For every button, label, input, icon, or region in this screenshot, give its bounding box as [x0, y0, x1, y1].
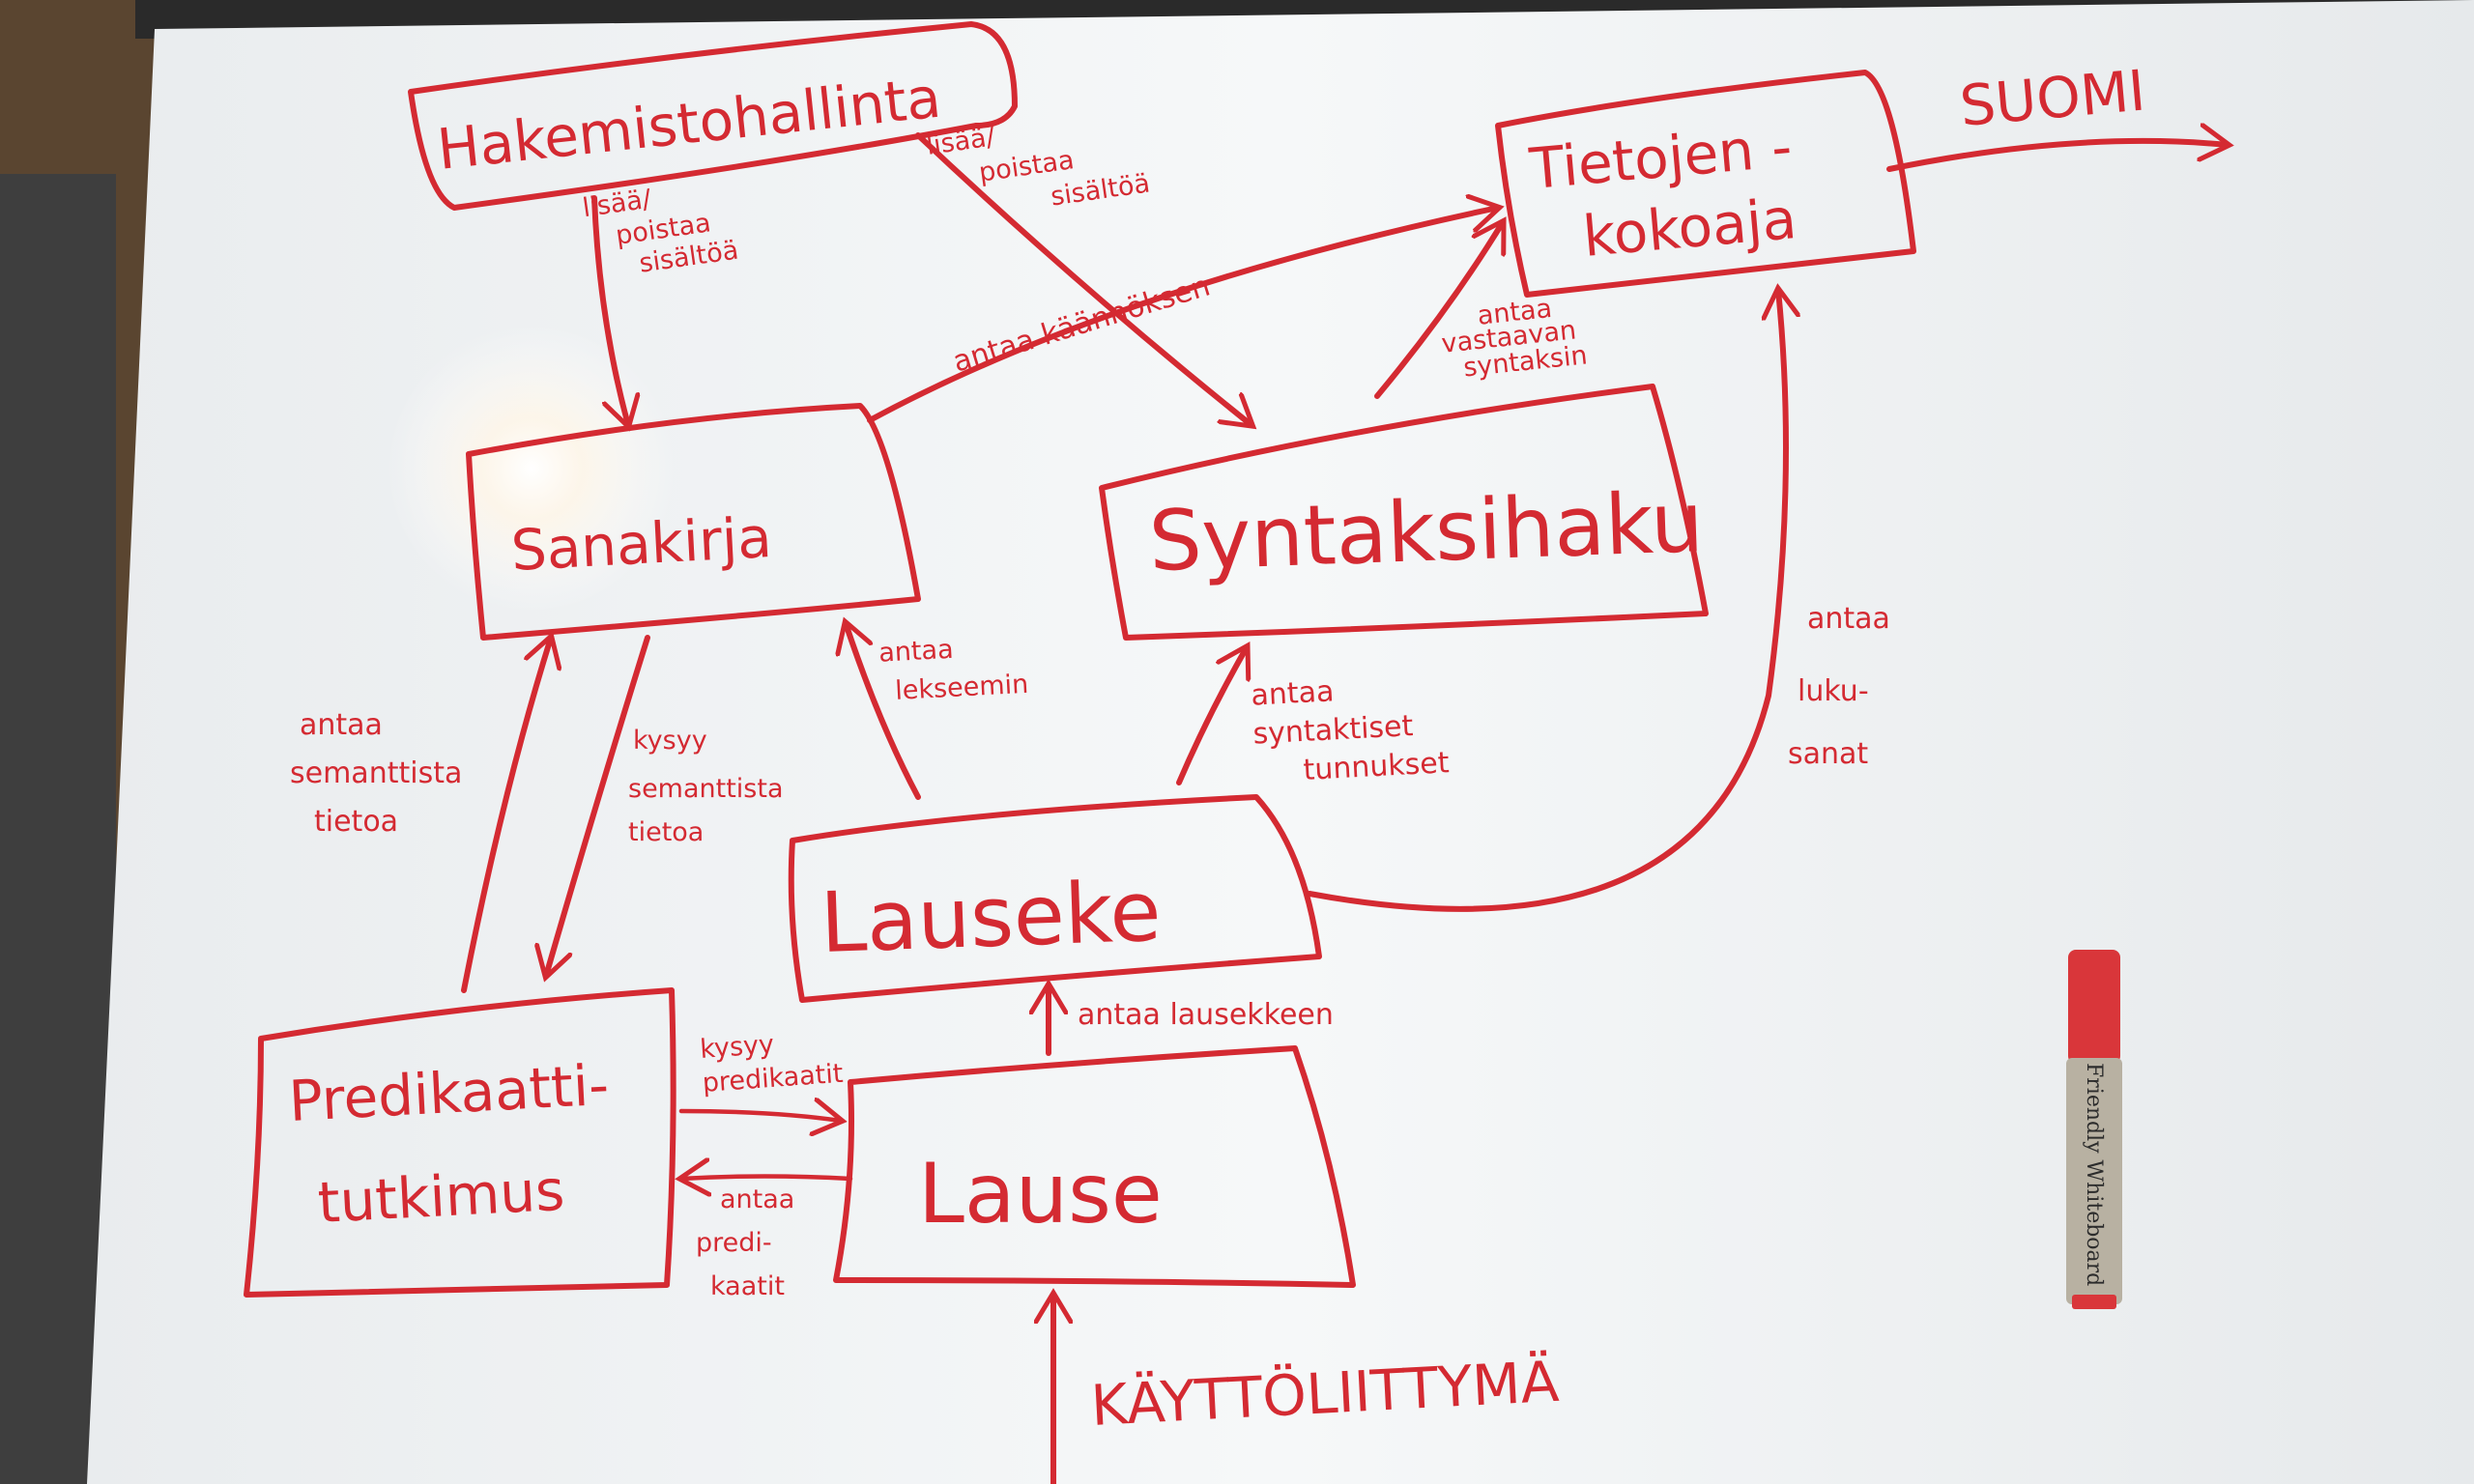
arrow-lauseke-to-sanakirja [846, 623, 921, 800]
node-sanakirja: Sanakirja [509, 504, 773, 584]
svg-text:syntaktiset: syntaktiset [1252, 709, 1415, 752]
marker-label: Friendly Whiteboard [2082, 1063, 2106, 1286]
marker-cap [2068, 950, 2120, 1064]
label-antaa-predikaatit: antaa predi- kaatit [696, 1184, 794, 1301]
box-hakemistohallinta [408, 21, 1018, 211]
wall-shadow [0, 174, 116, 1484]
label-antaa-semanttista: antaa semanttista tietoa [290, 708, 462, 839]
whiteboard-marker: Friendly Whiteboard [2066, 950, 2122, 1309]
box-sanakirja [466, 403, 921, 641]
arrow-hakem-to-syntaksihaku [915, 132, 1251, 425]
node-lauseke: Lauseke [819, 864, 1163, 972]
svg-text:antaa: antaa [720, 1184, 794, 1214]
label-suomi: SUOMI [1957, 57, 2147, 138]
node-syntaksihaku: Syntaksihaku [1147, 474, 1705, 590]
box-lause [833, 1045, 1356, 1288]
label-antaa-lekseemin: antaa lekseemin [877, 635, 1029, 706]
box-syntaksihaku [1099, 384, 1709, 641]
svg-text:predi-: predi- [696, 1228, 772, 1258]
arrow-lauseke-to-tietojen [1307, 290, 1786, 912]
svg-text:semanttista: semanttista [628, 774, 784, 804]
label-kysyy-semanttista: kysyy semanttista tietoa [628, 726, 784, 847]
svg-text:tietoa: tietoa [314, 805, 398, 839]
arrow-sanakirja-to-predikaatti [546, 635, 650, 976]
svg-text:antaa: antaa [300, 708, 383, 742]
arrow-predikaatti-to-lause [678, 1111, 841, 1121]
marker-tip [2072, 1295, 2116, 1309]
svg-text:antaa: antaa [1251, 674, 1336, 712]
arrow-hakem-to-sanakirja [591, 195, 628, 425]
svg-text:sanat: sanat [1788, 737, 1868, 771]
arrow-suomi-out [1886, 141, 2228, 172]
label-antaa-lukusanat: antaa luku- sanat [1788, 602, 1890, 771]
node-lause: Lause [918, 1146, 1163, 1242]
svg-text:antaa: antaa [1807, 602, 1890, 636]
svg-text:semanttista: semanttista [290, 756, 462, 790]
label-antaa-syntaktiset: antaa syntaktiset tunnukset [1251, 674, 1451, 787]
svg-text:kysyy: kysyy [633, 726, 707, 756]
arrow-syntaksihaku-to-tietojen [1374, 222, 1503, 399]
marker-body [2066, 1058, 2122, 1304]
node-predikaatti-line2: tutkimus [316, 1157, 566, 1236]
svg-text:kaatit: kaatit [710, 1271, 785, 1301]
box-tietojen-kokoaja [1495, 70, 1916, 298]
svg-text:kysyy: kysyy [699, 1030, 775, 1065]
arrow-predikaatti-to-sanakirja [461, 638, 551, 993]
label-antaa-lausekkeen: antaa lausekkeen [1078, 998, 1334, 1032]
svg-text:antaa: antaa [877, 635, 954, 669]
box-predikaatti [244, 987, 676, 1298]
arrow-lause-to-predikaatti [681, 1177, 853, 1180]
svg-text:tietoa: tietoa [628, 817, 704, 847]
arrow-lauseke-to-syntaksihaku [1176, 647, 1247, 785]
arrow-sanakirja-to-tietojen [867, 208, 1498, 423]
svg-text:lekseemin: lekseemin [895, 670, 1029, 706]
svg-text:luku-: luku- [1798, 674, 1869, 708]
svg-text:tunnukset: tunnukset [1303, 746, 1451, 787]
box-lauseke [788, 794, 1322, 1003]
